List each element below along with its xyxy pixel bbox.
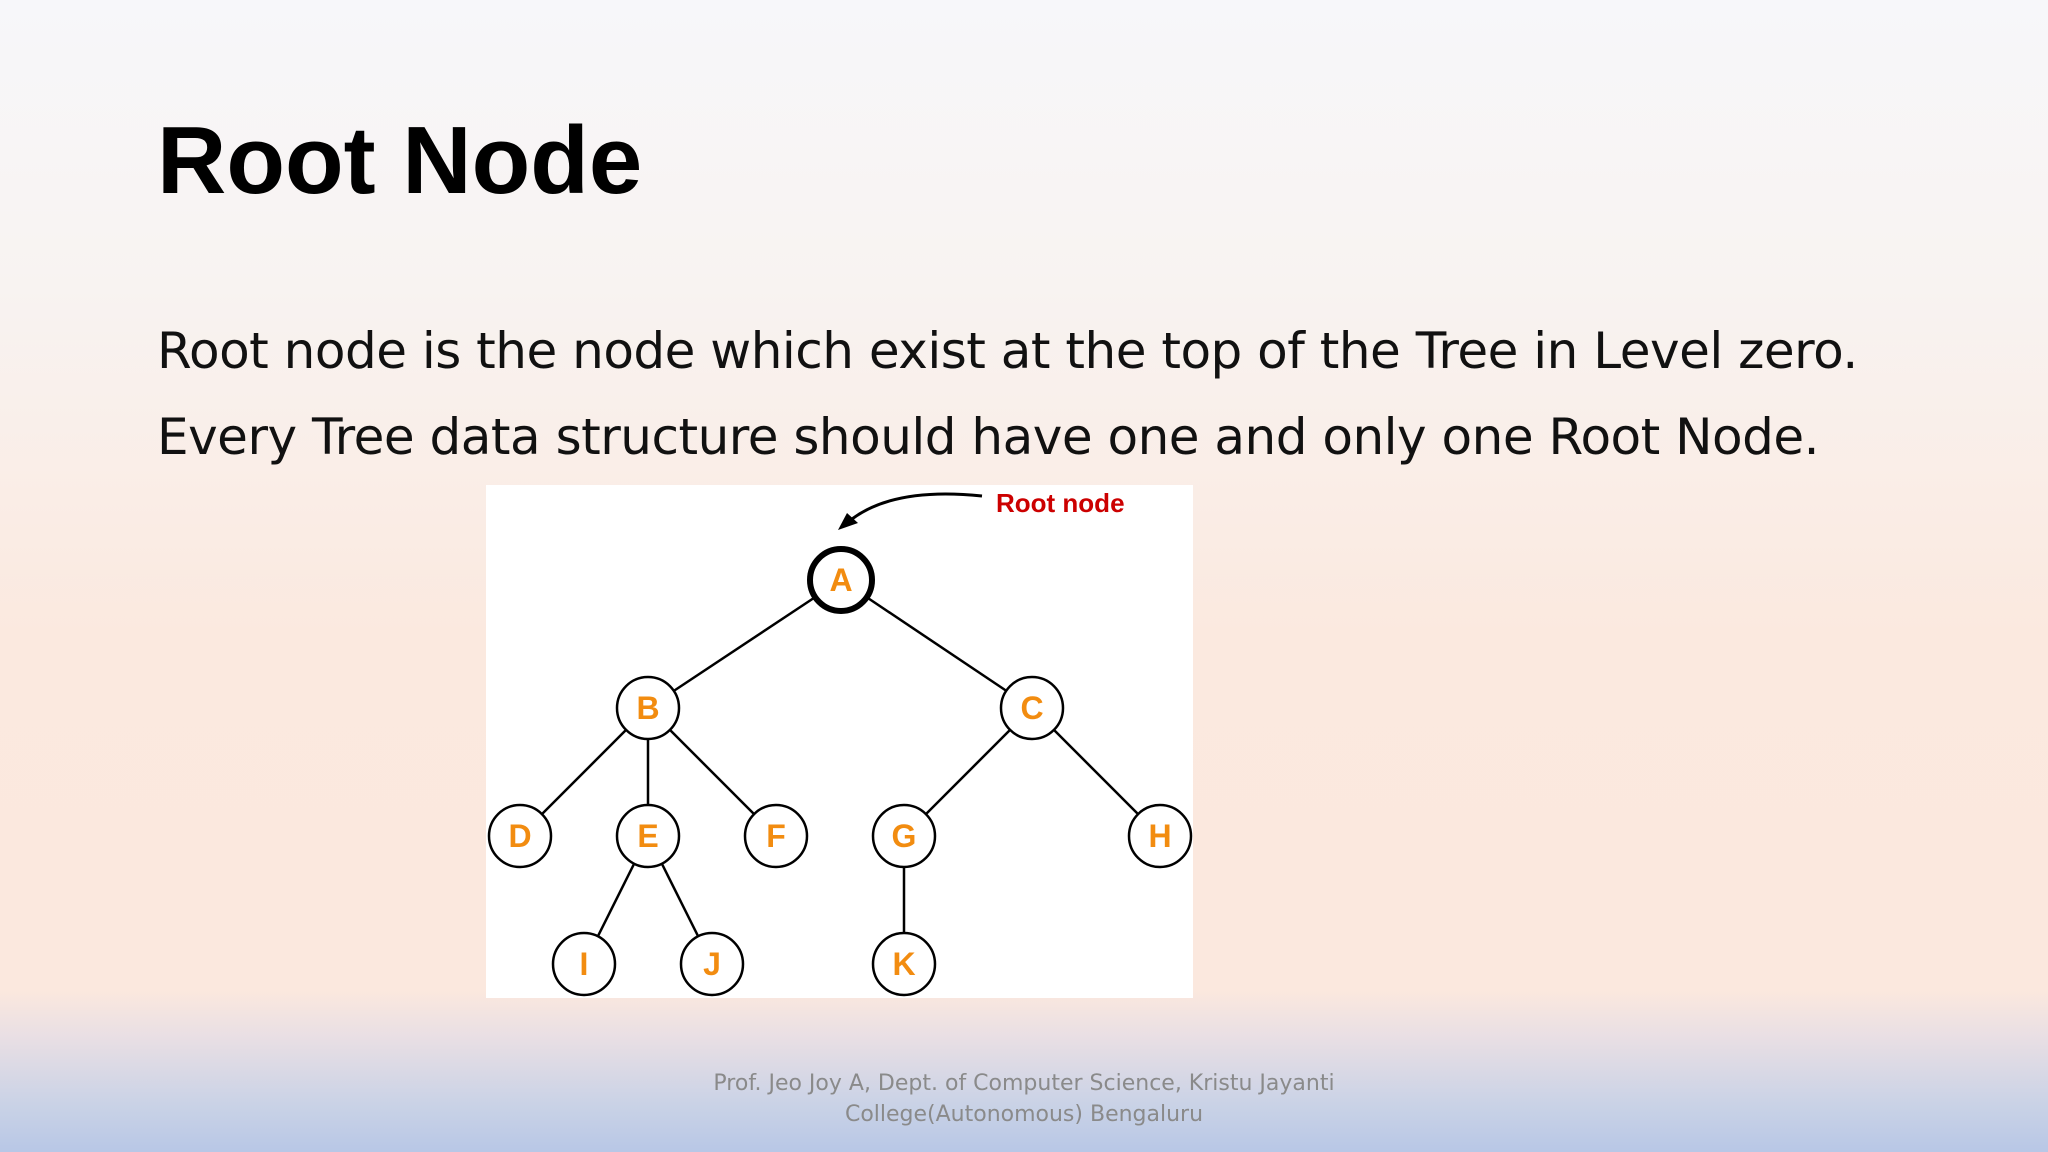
nodes-layer: A B C D E F G H I J K bbox=[487, 546, 1193, 997]
tree-node-f: F bbox=[743, 803, 809, 869]
node-label-b: B bbox=[636, 690, 659, 726]
node-label-f: F bbox=[766, 818, 786, 854]
tree-node-b: B bbox=[615, 675, 681, 741]
node-label-g: G bbox=[892, 818, 917, 854]
edge-b-f bbox=[669, 729, 755, 815]
footer-line-1: Prof. Jeo Joy A, Dept. of Computer Scien… bbox=[713, 1071, 1335, 1096]
node-label-e: E bbox=[637, 818, 658, 854]
body-line-1: Root node is the node which exist at the… bbox=[157, 322, 1858, 380]
node-label-j: J bbox=[703, 946, 721, 982]
node-circle-a bbox=[807, 546, 875, 614]
tree-node-h: H bbox=[1127, 803, 1193, 869]
node-circle-g bbox=[871, 803, 937, 869]
node-label-h: H bbox=[1148, 818, 1171, 854]
tree-node-j: J bbox=[679, 931, 745, 997]
edge-a-c bbox=[866, 596, 1007, 692]
edge-e-i bbox=[596, 863, 636, 937]
node-label-a: A bbox=[829, 562, 852, 598]
tree-node-k: K bbox=[871, 931, 937, 997]
tree-node-i: I bbox=[551, 931, 617, 997]
tree-node-c: C bbox=[999, 675, 1065, 741]
slide-body: Root node is the node which exist at the… bbox=[157, 308, 1977, 480]
edge-b-d bbox=[541, 729, 627, 815]
root-callout-label: Root node bbox=[996, 488, 1125, 518]
tree-node-a: A bbox=[807, 546, 875, 614]
node-circle-k bbox=[871, 931, 937, 997]
footer-line-2: College(Autonomous) Bengaluru bbox=[844, 1102, 1204, 1127]
node-circle-e bbox=[615, 803, 681, 869]
tree-diagram: A B C D E F G H I J K Root node bbox=[486, 485, 1193, 998]
slide-title: Root Node bbox=[157, 107, 643, 214]
tree-node-e: E bbox=[615, 803, 681, 869]
edge-e-j bbox=[660, 863, 700, 937]
tree-node-g: G bbox=[871, 803, 937, 869]
edges-layer bbox=[541, 596, 1139, 937]
root-callout-arrowhead bbox=[838, 513, 858, 530]
node-label-c: C bbox=[1020, 690, 1043, 726]
node-circle-f bbox=[743, 803, 809, 869]
node-label-k: K bbox=[892, 946, 915, 982]
node-label-d: D bbox=[508, 818, 531, 854]
node-circle-b bbox=[615, 675, 681, 741]
node-circle-h bbox=[1127, 803, 1193, 869]
node-circle-j bbox=[679, 931, 745, 997]
node-circle-d bbox=[487, 803, 553, 869]
footer: Prof. Jeo Joy A, Dept. of Computer Scien… bbox=[0, 1068, 2048, 1130]
node-circle-c bbox=[999, 675, 1065, 741]
tree-svg: A B C D E F G H I J K Root node bbox=[487, 488, 1193, 997]
node-circle-i bbox=[551, 931, 617, 997]
body-line-2: Every Tree data structure should have on… bbox=[157, 408, 1820, 466]
edge-c-g bbox=[925, 729, 1011, 815]
tree-node-d: D bbox=[487, 803, 553, 869]
edge-c-h bbox=[1053, 729, 1139, 815]
root-callout-arrow bbox=[851, 492, 983, 521]
node-label-i: I bbox=[580, 946, 589, 982]
edge-a-b bbox=[673, 596, 816, 692]
